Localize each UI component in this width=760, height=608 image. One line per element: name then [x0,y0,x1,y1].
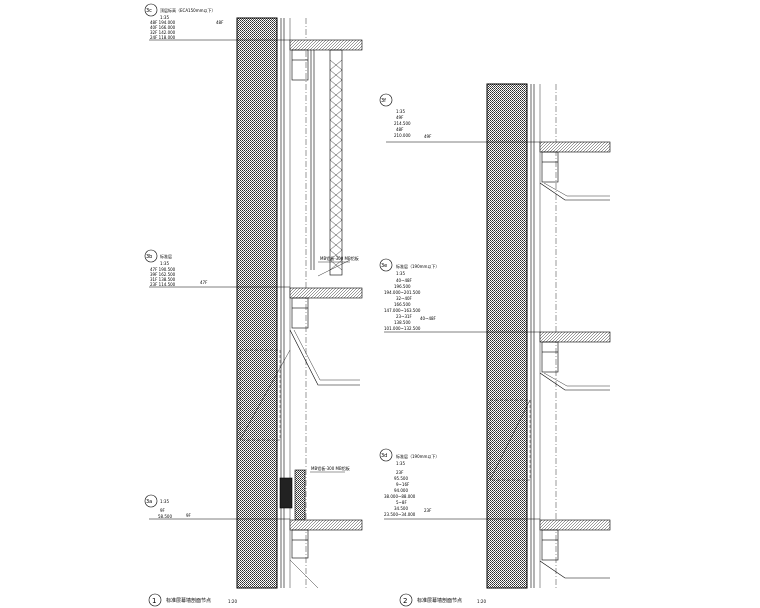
note-aluminum-panel: MB铝板-300 MB铝板 [320,255,359,261]
tag-level: 32~40F [396,296,413,301]
left-level-tags: 3c 顶层标高（ECA150mm以下） 1:35 48F 194.000 40F… [144,3,290,520]
caption-number: 1 [152,597,156,605]
tag-level: 34.500 [394,506,408,511]
tag-level: 210.000 [394,133,411,138]
tag-level: 48F [396,127,404,132]
caption-text: 标准层幕墙剖面节点 [417,597,462,604]
tag-scale: 1:35 [160,15,169,20]
tag-level: 101.000~132.500 [384,326,421,331]
level-tag-3b: 3b 标准层 1:35 47F 190.500 39F 162.500 31F … [144,249,290,288]
left-wall-hatch [236,17,278,589]
tag-level: 58.500 [158,514,172,519]
left-caption: 1 标准层幕墙剖面节点 1:20 [148,593,237,607]
level-tag-3e: 3e 标准层（190mm以下） 1:35 40~48F 196.500 194.… [379,258,540,333]
tag-level: 40~48F [396,278,413,283]
tag-scale: 1:35 [160,499,169,504]
tag-scale: 1:35 [396,461,405,466]
level-tag-3a: 3a 1:35 9F 58.500 9F [144,494,290,520]
tag-level: 23~31F [396,314,413,319]
tag-level: 95.500 [394,476,408,481]
tag-level: 166.500 [394,302,411,307]
tag-id: 3b [146,254,152,260]
tag-level: 47F 190.500 [150,267,176,272]
level-tag-3f: 3f 1:35 49F 214.500 48F 210.000 49F [379,93,540,143]
tag-level: 23F [396,470,404,475]
note-aluminum-panel: MB铝板-300 MB铝板 [311,465,350,471]
caption-number: 2 [403,597,407,605]
tag-title: 顶层标高（ECA150mm以下） [160,7,215,13]
tag-scale: 1:35 [160,261,169,266]
tag-level: 138.500 [394,320,411,325]
right-section-drawing [486,83,611,589]
level-tag-3c: 3c 顶层标高（ECA150mm以下） 1:35 48F 194.000 40F… [144,3,290,41]
tag-id: 3e [381,263,387,269]
tag-level: 5~8F [396,500,407,505]
tag-right-label: 48F [216,20,224,25]
tag-level: 49F [396,115,404,120]
left-section-drawing [236,17,363,589]
tag-title: 标准层（190mm以下） [396,453,439,459]
tag-level: 194.000~201.500 [384,290,421,295]
tag-level: 31F 138.500 [150,277,176,282]
tag-level: 40F 166.000 [150,25,176,30]
tag-id: 3d [381,453,387,459]
tag-scale: 1:35 [396,109,405,114]
tag-level: 196.500 [394,284,411,289]
left-glazing-frame [329,49,343,276]
tag-level: 9F [160,508,166,513]
tag-title: 标准层（190mm以下） [396,263,439,269]
tag-right-label: 40~48F [420,316,437,321]
tag-right-label: 9F [186,513,192,518]
tag-title: 标准层 [160,253,172,259]
tag-level: 32F 142.000 [150,30,176,35]
tag-level: 39F 162.500 [150,272,176,277]
right-wall-hatch [486,83,528,589]
level-tag-3d: 3d 标准层（190mm以下） 1:35 23F 95.500 9~16F 94… [379,448,540,520]
tag-right-label: 47F [200,280,208,285]
tag-level: 38.000~88.000 [384,494,416,499]
right-level-tags: 3f 1:35 49F 214.500 48F 210.000 49F 3e 标… [379,93,540,520]
tag-level: 24F 118.000 [150,35,176,40]
caption-text: 标准层幕墙剖面节点 [166,597,211,604]
tag-level: 23F 114.500 [150,282,176,287]
caption-scale: 1:20 [228,599,237,604]
tag-level: 9~16F [396,482,410,487]
tag-right-label: 23F [424,508,432,513]
tag-level: 94.000 [394,488,408,493]
tag-id: 3c [146,8,152,14]
caption-scale: 1:20 [477,599,486,604]
tag-level: 48F 194.000 [150,20,176,25]
tag-scale: 1:35 [396,271,405,276]
tag-level: 23.500~34.000 [384,512,416,517]
tag-id: 3a [146,499,152,505]
left-notes: MB铝板-300 MB铝板 MB铝板-300 MB铝板 [310,255,359,473]
right-caption: 2 标准层幕墙剖面节点 1:20 [399,593,486,607]
tag-right-label: 49F [424,134,432,139]
tag-id: 3f [381,98,386,104]
tag-level: 147.000~163.500 [384,308,421,313]
tag-level: 214.500 [394,121,411,126]
